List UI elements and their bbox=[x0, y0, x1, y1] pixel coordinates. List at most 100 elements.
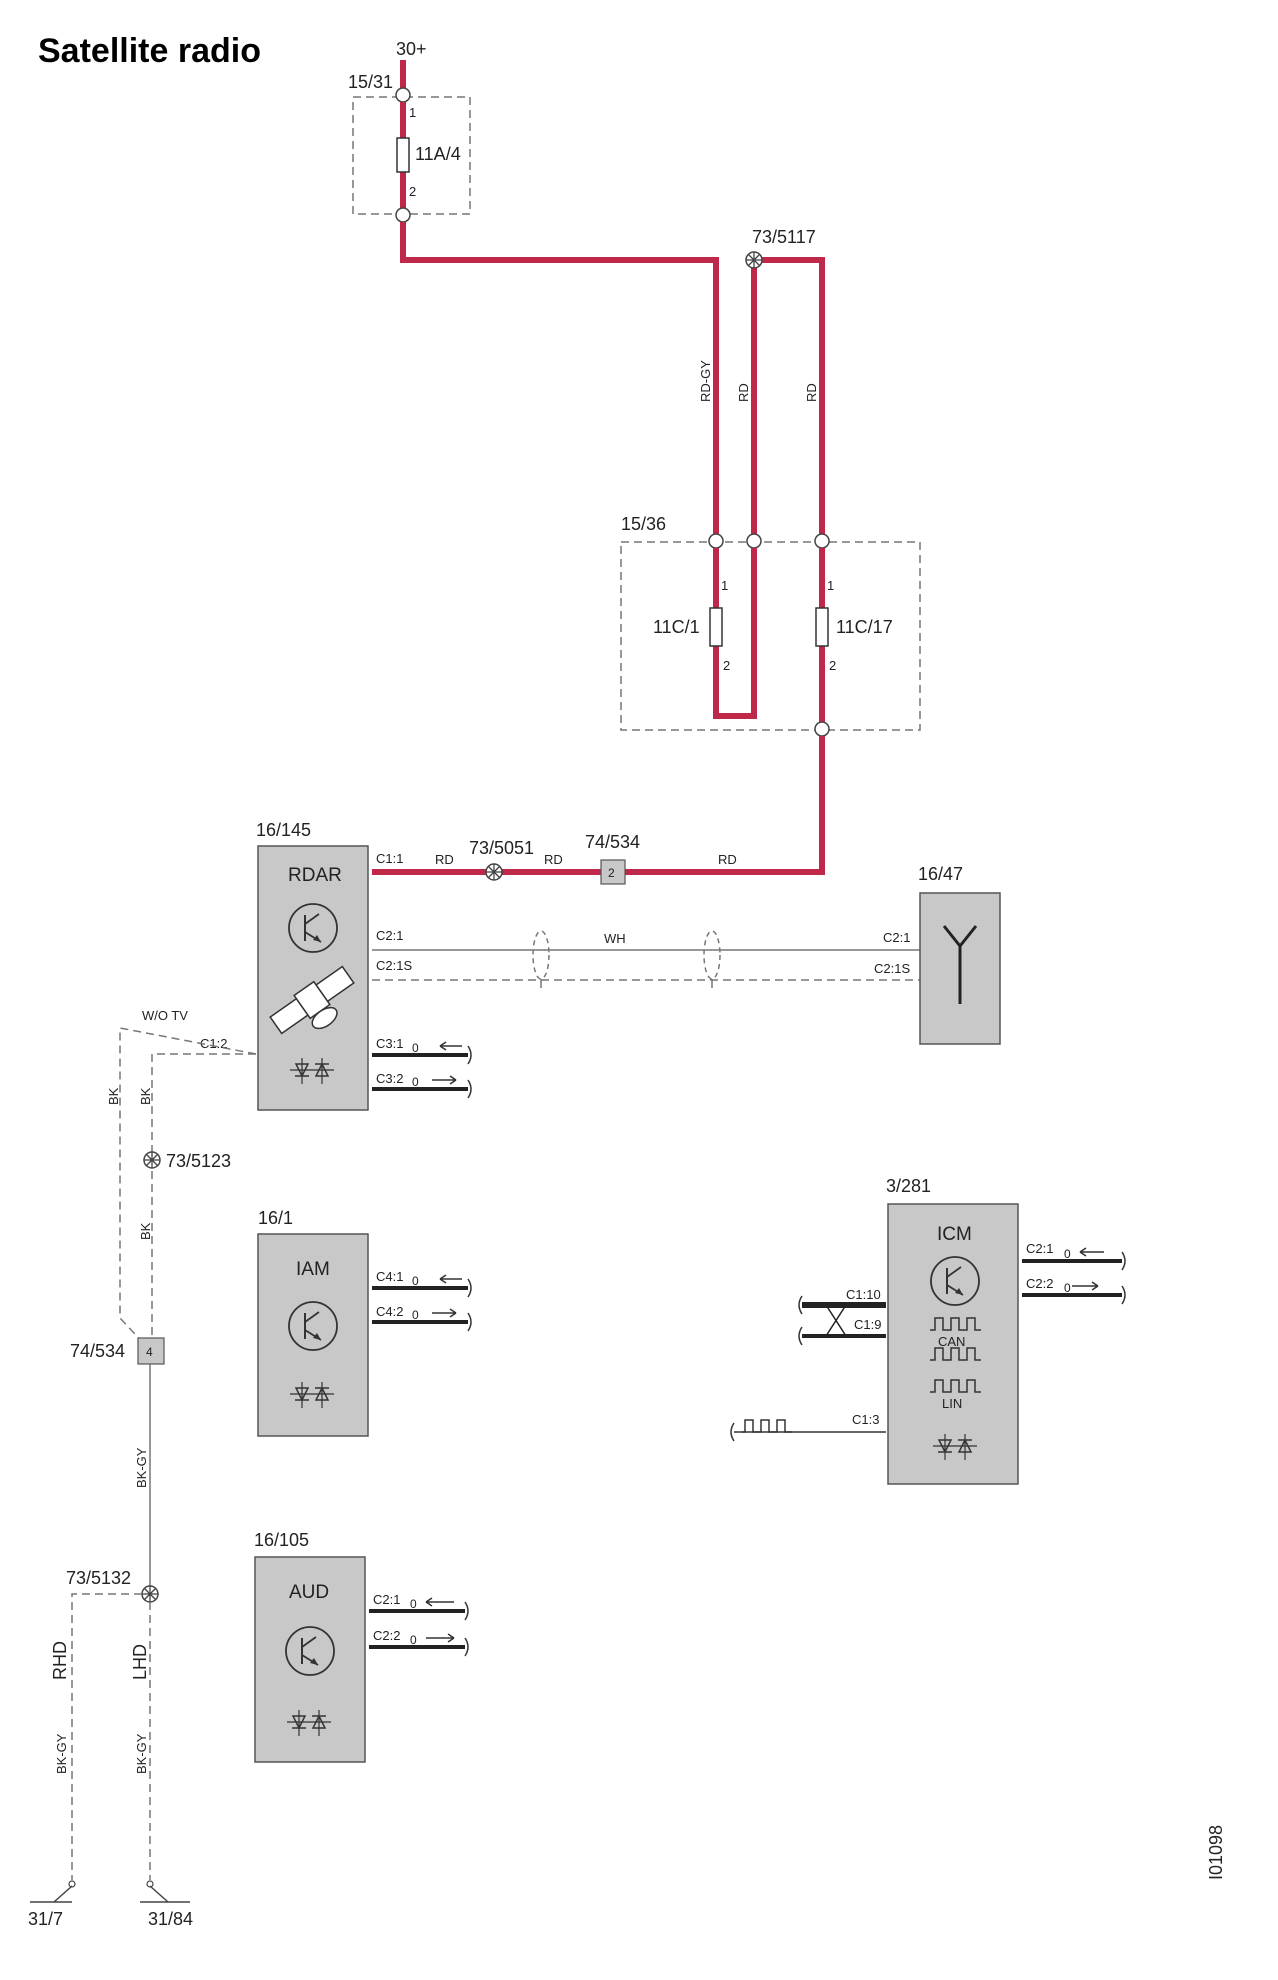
fusebox-b-node-1 bbox=[708, 533, 724, 549]
icm-pin-c2-1: C2:1 bbox=[1026, 1241, 1053, 1256]
aud-pin-c2-1: C2:1 bbox=[373, 1592, 400, 1607]
fuse-11c17-pin2: 2 bbox=[829, 658, 836, 673]
wire-label-bk-gy-1: BK-GY bbox=[134, 1447, 149, 1488]
splice-5132-icon bbox=[141, 1585, 159, 1603]
fuse-11c17-icon bbox=[815, 607, 829, 647]
wire-label-wh: WH bbox=[604, 931, 626, 946]
fusebox-b-node-3 bbox=[814, 533, 830, 549]
rdar-id: 16/145 bbox=[256, 820, 311, 840]
icm-module bbox=[887, 1203, 1019, 1485]
connector-534-bottom-label: 74/534 bbox=[70, 1341, 125, 1361]
fuse-11a4-pin-out: 2 bbox=[409, 184, 416, 199]
ground-31-7-label: 31/7 bbox=[28, 1909, 63, 1929]
wire-rd-rdar-feed bbox=[372, 736, 825, 875]
fuse-11a4-icon bbox=[396, 137, 410, 173]
splice-5123-icon bbox=[143, 1151, 161, 1169]
rdar-pin-c3-2: C3:2 bbox=[376, 1071, 403, 1086]
svg-text:0: 0 bbox=[412, 1308, 419, 1322]
splice-5117-label: 73/5117 bbox=[752, 227, 816, 247]
ground-31-84-label: 31/84 bbox=[148, 1909, 193, 1929]
rdar-name: RDAR bbox=[288, 865, 342, 886]
antenna-id: 16/47 bbox=[918, 864, 963, 884]
fusebox-b-id: 15/36 bbox=[621, 514, 666, 534]
wire-label-bk-1: BK bbox=[106, 1087, 121, 1105]
iam-name: IAM bbox=[296, 1259, 330, 1280]
connector-534-top-label: 74/534 bbox=[585, 832, 640, 852]
icm-can-bus-lines bbox=[798, 1295, 886, 1346]
coax-shield-marker-2 bbox=[703, 930, 721, 980]
wire-label-rhd: RHD bbox=[50, 1641, 70, 1680]
supply-label: 30+ bbox=[396, 39, 427, 59]
icm-pin-c1-3: C1:3 bbox=[852, 1412, 879, 1427]
iam-pin-c4-1: C4:1 bbox=[376, 1269, 403, 1284]
iam-bus-c4: 0 0 bbox=[372, 1274, 472, 1332]
splice-5117-icon bbox=[745, 251, 763, 269]
fuse-11c17-pin1: 1 bbox=[827, 578, 834, 593]
fusebox-b-output-node bbox=[814, 721, 830, 737]
wire-bk-wo-tv bbox=[119, 1027, 257, 1347]
rdar-pin-c2-1s: C2:1S bbox=[376, 958, 412, 973]
connector-534-bottom bbox=[137, 1337, 165, 1365]
can-waveform-icon bbox=[930, 1317, 981, 1361]
icm-lin-label: LIN bbox=[942, 1396, 962, 1411]
wire-label-rd-4: RD bbox=[544, 852, 563, 867]
fuse-11a4-pin-in: 1 bbox=[409, 105, 416, 120]
satellite-icon bbox=[269, 965, 355, 1035]
aud-bus-c2: 0 0 bbox=[369, 1597, 469, 1657]
connector-534-top bbox=[600, 859, 626, 885]
diagram-title: Satellite radio bbox=[38, 32, 261, 70]
wire-label-rd-1: RD bbox=[736, 383, 751, 402]
wire-bk bbox=[151, 1053, 256, 1346]
wire-label-rd-gy: RD-GY bbox=[698, 360, 713, 402]
icm-id: 3/281 bbox=[886, 1176, 931, 1196]
fusebox-a-terminal-out bbox=[395, 207, 411, 223]
splice-5123-label: 73/5123 bbox=[166, 1151, 231, 1171]
doc-id: I01098 bbox=[1206, 1825, 1226, 1880]
wire-label-wo-tv: W/O TV bbox=[142, 1008, 188, 1023]
svg-text:0: 0 bbox=[410, 1597, 417, 1611]
wire-label-rd-2: RD bbox=[804, 383, 819, 402]
wire-label-bk-3: BK bbox=[138, 1222, 153, 1240]
fusebox-a-terminal-in bbox=[395, 87, 411, 103]
connector-534-top-pin: 2 bbox=[608, 866, 615, 880]
fusebox-b-outline bbox=[620, 541, 921, 731]
coax-shield-marker-1 bbox=[532, 930, 550, 980]
icm-lin-line bbox=[730, 1419, 886, 1442]
icm-pin-c2-2: C2:2 bbox=[1026, 1276, 1053, 1291]
svg-text:0: 0 bbox=[1064, 1281, 1071, 1295]
wire-label-bk-gy-2: BK-GY bbox=[54, 1733, 69, 1774]
fuse-11c1-pin1: 1 bbox=[721, 578, 728, 593]
splice-5132-label: 73/5132 bbox=[66, 1568, 131, 1588]
icm-pin-c1-10: C1:10 bbox=[846, 1287, 881, 1302]
rdar-bus-c3: 0 0 bbox=[372, 1041, 472, 1099]
wire-label-bk-2: BK bbox=[138, 1087, 153, 1105]
fusebox-a-outline bbox=[352, 96, 471, 215]
svg-text:0: 0 bbox=[412, 1075, 419, 1089]
rdar-pin-c1-1: C1:1 bbox=[376, 851, 403, 866]
wire-rd-loop bbox=[751, 257, 825, 534]
fuse-11c1-label: 11C/1 bbox=[653, 617, 700, 637]
aud-name: AUD bbox=[289, 1582, 329, 1603]
fusebox-a-id: 15/31 bbox=[348, 72, 393, 92]
ground-symbol-2 bbox=[140, 1880, 190, 1903]
ground-symbol-1 bbox=[30, 1880, 76, 1903]
wire-label-lhd: LHD bbox=[130, 1644, 150, 1680]
svg-text:0: 0 bbox=[412, 1041, 419, 1055]
splice-5051-icon bbox=[485, 863, 503, 881]
aud-id: 16/105 bbox=[254, 1530, 309, 1550]
icm-name: ICM bbox=[937, 1224, 972, 1245]
wire-rhd bbox=[71, 1593, 142, 1880]
wire-label-rd-5: RD bbox=[718, 852, 737, 867]
aud-pin-c2-2: C2:2 bbox=[373, 1628, 400, 1643]
iam-pin-c4-2: C4:2 bbox=[376, 1304, 403, 1319]
fuse-11a4-label: 11A/4 bbox=[415, 144, 461, 164]
wire-label-rd-3: RD bbox=[435, 852, 454, 867]
fuse-11c17-label: 11C/17 bbox=[836, 617, 893, 637]
wire-label-bk-gy-3: BK-GY bbox=[134, 1733, 149, 1774]
icm-bus-c2: 0 0 bbox=[1022, 1247, 1126, 1305]
svg-text:0: 0 bbox=[410, 1633, 417, 1647]
splice-5051-label: 73/5051 bbox=[469, 838, 534, 858]
svg-text:0: 0 bbox=[1064, 1247, 1071, 1261]
svg-text:0: 0 bbox=[412, 1274, 419, 1288]
